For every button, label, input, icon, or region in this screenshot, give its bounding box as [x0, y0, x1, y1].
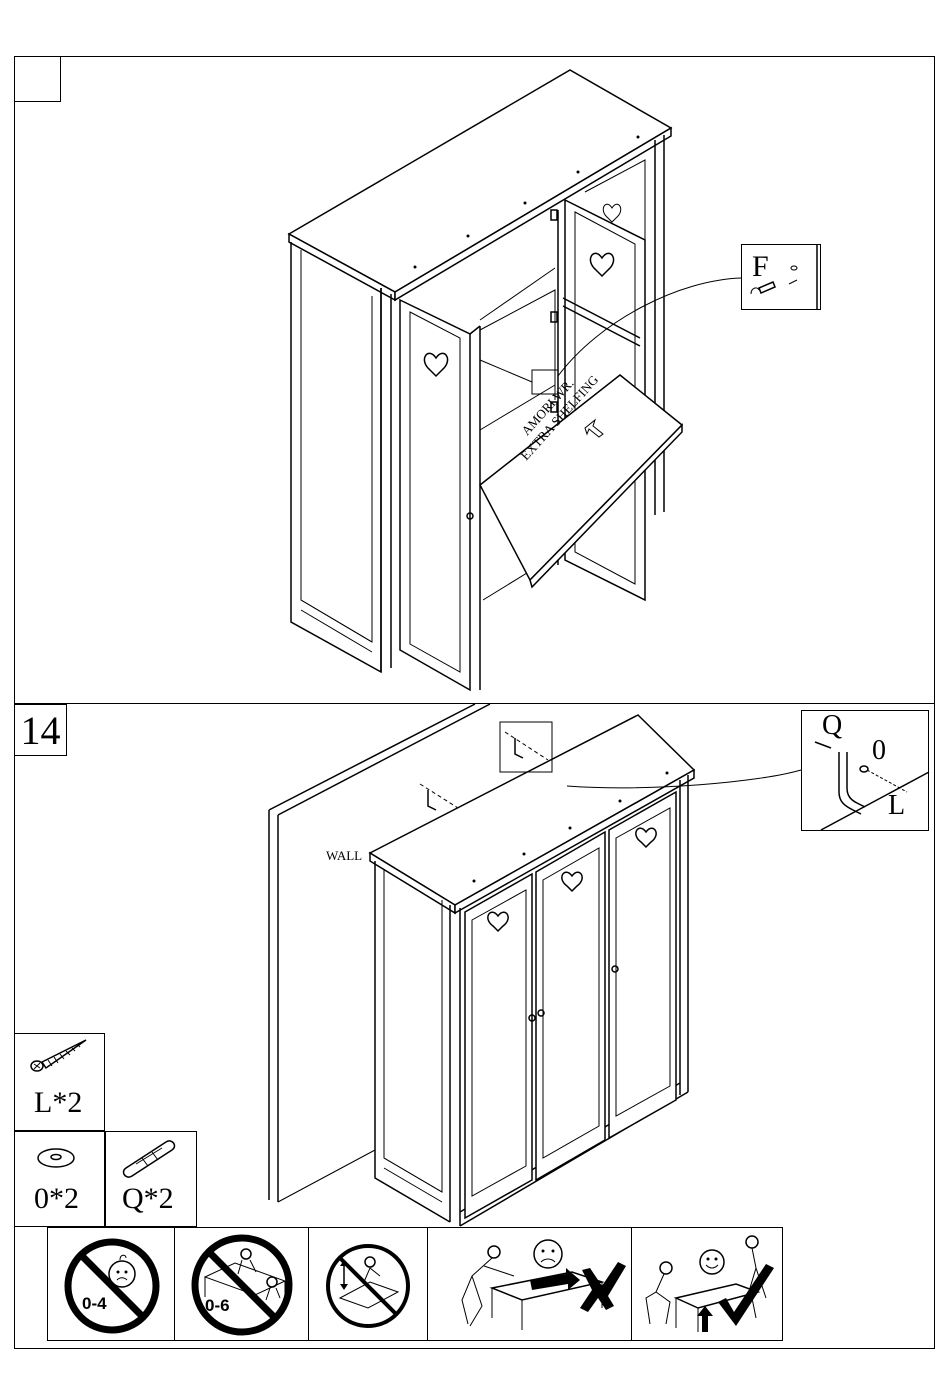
wall-bracket-icon — [801, 710, 929, 831]
screw-icon — [28, 1036, 92, 1076]
correct-lifting-icon — [638, 1232, 778, 1338]
no-climbing-icon — [322, 1240, 414, 1332]
part-screw-label: L*2 — [34, 1086, 82, 1120]
no-children-icon — [180, 1232, 304, 1338]
part-washer-label: 0*2 — [34, 1182, 79, 1216]
part-plug-label: Q*2 — [122, 1182, 174, 1216]
age-0-4-label: 0-4 — [82, 1294, 107, 1314]
wrong-lifting-icon — [432, 1232, 628, 1338]
no-babies-icon — [62, 1236, 162, 1336]
washer-icon — [34, 1144, 78, 1172]
wall-label: WALL — [326, 848, 362, 864]
wall-plug-icon — [120, 1134, 184, 1180]
age-0-6-label: 0-6 — [205, 1296, 230, 1316]
